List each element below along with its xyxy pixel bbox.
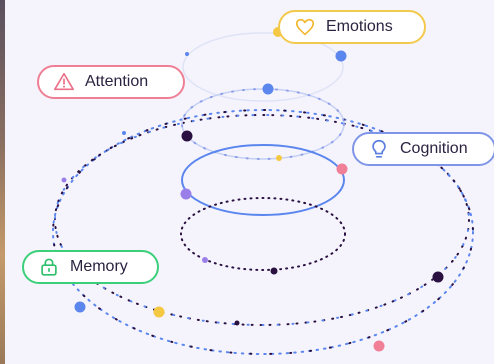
lightbulb-icon [368,138,390,160]
dot-small-purple [202,257,208,263]
dot-small-dark [270,267,278,275]
warning-triangle-icon [53,71,75,93]
inner-dotted-ring [180,197,346,271]
emotions-label-text: Emotions [326,18,393,35]
dot-blue [335,50,347,62]
cognition-label-text: Cognition [400,140,468,157]
dot-dark [432,271,444,283]
dot-small-blue [122,131,126,135]
middle-solid-ring [181,144,345,216]
dot-blue [74,301,86,313]
background-photo-edge [0,0,5,364]
top-ring [182,32,344,102]
memory-label: Memory [22,250,159,284]
dot-dark [181,130,193,142]
dot-small-purple [61,177,67,183]
memory-label-text: Memory [70,258,128,275]
dot-yellow [153,306,165,318]
dot-small-yellow [276,155,282,161]
attention-label-text: Attention [85,73,149,90]
large-ring-blue-dashes [54,114,470,326]
dot-pink [336,163,348,175]
dot-purple [180,188,192,200]
dot-pink [373,340,385,352]
lock-icon [38,256,60,278]
dot-small-blue [185,52,189,56]
heart-icon [294,16,316,38]
outer-ring [52,109,474,355]
attention-label: Attention [37,65,185,99]
emotions-label: Emotions [278,10,426,44]
cognition-label: Cognition [352,132,494,166]
dot-blue [262,83,274,95]
second-ring-ticks [181,88,345,160]
dot-small-dark [234,320,240,326]
